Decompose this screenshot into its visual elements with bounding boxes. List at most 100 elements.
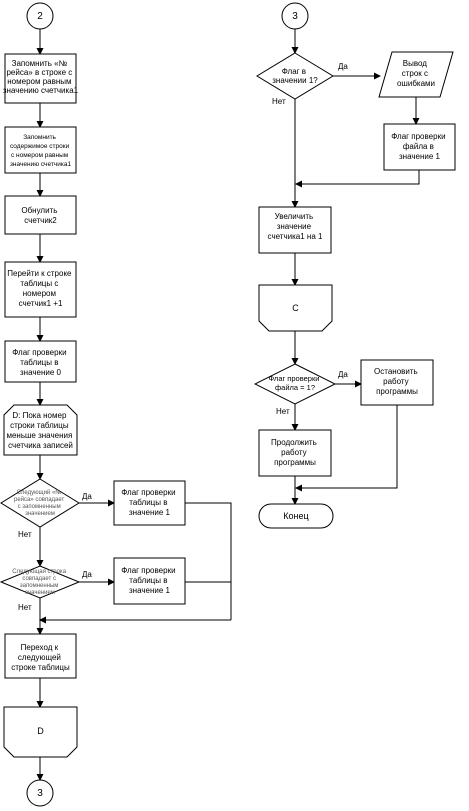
text-line: Обнулить — [21, 206, 57, 215]
text-line: значение 1 — [129, 508, 171, 517]
text-line: Вывод — [403, 59, 428, 68]
text-line: Продолжить — [271, 438, 317, 447]
svg-text:Увеличить значение: Увеличить значение счетчика1 на 1 — [268, 212, 323, 241]
output-error-rows: Вывод строк с ошибками — [378, 51, 454, 98]
terminal-end: Конец — [258, 503, 334, 529]
text-line: таблицы в — [129, 498, 167, 507]
svg-text:D: Пока номер строки таб: D: Пока номер строки таблицы меньше знач… — [6, 411, 74, 450]
loop-start-d: D: Пока номер строки таблицы меньше знач… — [3, 404, 78, 456]
no-label: Нет — [18, 530, 32, 539]
text-line: значении 1? — [272, 76, 318, 85]
text-line: Запомнить — [23, 134, 56, 141]
text-line: совпадает с — [22, 576, 56, 582]
no-label: Нет — [18, 603, 32, 612]
text-line: строк с — [402, 69, 428, 78]
decision-flag-is-one: Флаг в значении 1? — [256, 52, 334, 100]
text-line: Следующий «№ — [17, 489, 62, 496]
svg-text:Следующая строка совпада: Следующая строка совпадает с запомненным… — [12, 569, 67, 596]
svg-text:Флаг в значении 1?: Флаг в значении 1? — [272, 67, 318, 85]
text-line: Флаг проверки — [121, 488, 175, 497]
text-line: работу — [281, 448, 307, 457]
text-line: строки таблицы — [10, 421, 69, 430]
text-line: значению счетчика1 — [3, 86, 79, 95]
text-line: с запомненным — [18, 504, 61, 510]
no-label: Нет — [276, 407, 290, 416]
process-table-flag-one-b: Флаг проверки таблицы в значение 1 — [113, 557, 186, 605]
text-line: Запомнить «№ — [12, 59, 68, 68]
text-line: файла = 1? — [275, 383, 315, 392]
process-file-flag-one: Флаг проверки файла в значение 1 — [383, 123, 456, 171]
text-line: значение — [277, 222, 312, 231]
decision-file-flag-is-one: Флаг проверки файла = 1? — [253, 363, 337, 405]
text-line: таблицы в — [129, 576, 167, 585]
svg-text:Флаг проверки файла = 1?: Флаг проверки файла = 1? — [268, 374, 321, 392]
text-line: файла в — [403, 142, 434, 151]
text-line: Флаг проверки — [12, 348, 66, 357]
process-stop-program: Остановить работу программы — [360, 359, 434, 406]
process-table-flag-zero: Флаг проверки таблицы в значение 0 — [4, 340, 77, 383]
text-line: следующей — [18, 653, 61, 662]
process-table-flag-one-a: Флаг проверки таблицы в значение 1 — [113, 480, 186, 526]
yes-label: Да — [338, 62, 348, 71]
loop-end-label: D — [37, 726, 44, 736]
connector-3-bottom: 3 — [26, 779, 54, 807]
svg-text:Остановить работу: Остановить работу программы — [374, 367, 420, 396]
text-line: Флаг проверки — [268, 374, 319, 383]
text-line: номером равным — [7, 77, 71, 86]
text-line: таблицы с — [20, 279, 58, 288]
loop-end-label: C — [292, 303, 299, 313]
process-remember-row: Запомнить содержимое строки с номером ра… — [4, 126, 77, 174]
connector-3-top: 3 — [281, 2, 309, 30]
decision-next-flight-matches: Следующий «№ рейса» совпадает с запомнен… — [0, 478, 80, 528]
text-line: Перейти к строке — [7, 269, 72, 278]
process-increment-counter1: Увеличить значение счетчика1 на 1 — [258, 206, 332, 254]
text-line: номером — [23, 289, 56, 298]
text-line: меньше значения — [6, 431, 72, 440]
text-line: работу — [383, 377, 409, 386]
svg-text:Флаг проверки таблицы в: Флаг проверки таблицы в значение 0 — [12, 348, 69, 377]
connector-label: 2 — [37, 11, 43, 22]
text-line: значение 1 — [129, 586, 171, 595]
text-line: Флаг проверки — [121, 566, 175, 575]
text-line: счетчик1 +1 — [19, 299, 63, 308]
yes-label: Да — [82, 570, 92, 579]
text-line: рейса» в строке с — [6, 68, 72, 77]
text-line: рейса» совпадает — [14, 496, 65, 503]
text-line: Увеличить — [275, 212, 314, 221]
svg-text:Переход к следующей: Переход к следующей строке таблицы — [11, 643, 70, 672]
no-label: Нет — [272, 97, 286, 106]
svg-text:Перейти к строке таблицы: Перейти к строке таблицы с номером счетч… — [7, 269, 73, 308]
connector-2-top: 2 — [26, 2, 54, 30]
process-next-row: Переход к следующей строке таблицы — [4, 633, 77, 679]
text-line: содержимое строки — [10, 143, 70, 150]
text-line: значением — [25, 590, 55, 596]
process-continue-program: Продолжить работу программы — [258, 429, 332, 477]
text-line: значению счетчика1 — [10, 161, 72, 168]
svg-text:Флаг проверки файла в: Флаг проверки файла в значение 1 — [391, 132, 448, 161]
connector-label: 3 — [292, 11, 298, 22]
text-line: Следующая строка — [12, 569, 66, 575]
text-line: программы — [376, 387, 418, 396]
svg-text:Запомнить содержимое стр: Запомнить содержимое строки с номером ра… — [10, 134, 72, 168]
text-line: Флаг проверки — [391, 132, 445, 141]
connector-label: 3 — [37, 788, 43, 799]
text-line: счетчика1 на 1 — [268, 232, 323, 241]
svg-text:Следующий «№ рейса» совп: Следующий «№ рейса» совпадает с запомнен… — [14, 489, 66, 517]
process-reset-counter2: Обнулить счетчик2 — [4, 195, 77, 235]
text-line: Переход к — [21, 643, 59, 652]
svg-text:Продолжить работу: Продолжить работу программы — [271, 438, 319, 467]
yes-label: Да — [338, 370, 348, 379]
svg-text:Запомнить «№ рейса» в ст: Запомнить «№ рейса» в строке с номером р… — [3, 59, 79, 95]
svg-text:Флаг проверки таблицы в: Флаг проверки таблицы в значение 1 — [121, 488, 178, 517]
text-line: строке таблицы — [11, 663, 70, 672]
process-go-to-row: Перейти к строке таблицы с номером счетч… — [4, 261, 77, 318]
terminal-label: Конец — [283, 511, 308, 521]
text-line: ошибками — [397, 79, 435, 88]
yes-label: Да — [82, 492, 92, 501]
text-line: запомненным — [20, 583, 59, 589]
text-line: значение 1 — [399, 152, 441, 161]
text-line: счетчик2 — [24, 216, 57, 225]
loop-end-d: D — [3, 706, 78, 758]
text-line: счетчика записей — [8, 441, 73, 450]
